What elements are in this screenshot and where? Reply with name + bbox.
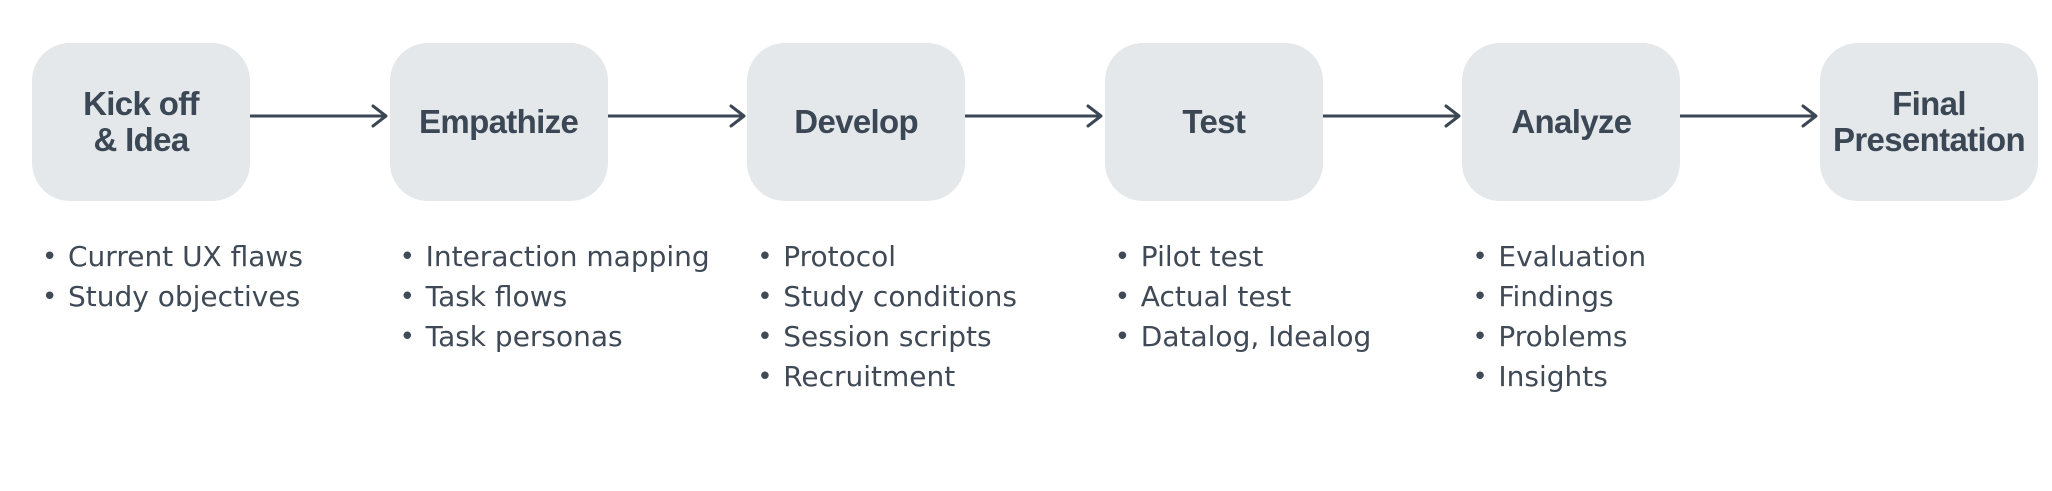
stage-title: Empathize (419, 102, 579, 140)
stage-develop: Develop ProtocolStudy conditionsSession … (747, 43, 1103, 397)
stage-list-item: Session scripts (749, 317, 991, 357)
stage-list-item: Protocol (749, 237, 965, 277)
stage-title-line: Develop (794, 102, 919, 140)
arrow-right-icon (250, 104, 388, 128)
stage-list-item: Insights (1464, 357, 1680, 397)
stage-list-item: Recruitment (749, 357, 965, 397)
stage-title-line: Empathize (419, 102, 579, 140)
stage-list-item: Evaluation (1464, 237, 1680, 277)
stage-title: Analyze (1511, 102, 1632, 140)
stage-list-item: Findings (1464, 277, 1680, 317)
stage-item-list: ProtocolStudy conditionsSession scriptsR… (747, 237, 1017, 397)
stage-box-test: Test (1104, 43, 1323, 201)
stage-list-item: Current UX flaws (34, 237, 303, 277)
arrow-right-icon (1322, 104, 1461, 128)
stage-item-list: Current UX flawsStudy objectives (32, 237, 303, 317)
stage-list-item: Study conditions (749, 277, 1017, 317)
stage-list-item: Interaction mapping (392, 237, 710, 277)
stage-item-list: Interaction mappingTask flowsTask person… (390, 237, 710, 357)
stage-box-empathize: Empathize (389, 43, 608, 201)
stage-empathize: Empathize Interaction mappingTask flowsT… (389, 43, 746, 357)
stage-list-item: Pilot test (1107, 237, 1323, 277)
stage-title-line: Analyze (1511, 102, 1632, 140)
stage-list-item: Study objectives (34, 277, 300, 317)
stage-title-line: Final (1892, 84, 1966, 122)
stage-list-item: Task flows (392, 277, 608, 317)
stage-test: Test Pilot testActual testDatalog, Ideal… (1104, 43, 1461, 357)
stage-title: Develop (794, 102, 919, 140)
stage-kick-off-idea: Kick off& Idea Current UX flawsStudy obj… (32, 43, 388, 317)
stage-box-analyze: Analyze (1462, 43, 1681, 201)
stage-list-item: Datalog, Idealog (1107, 317, 1371, 357)
arrow-right-icon (965, 104, 1103, 128)
stage-list-item: Problems (1464, 317, 1680, 357)
stage-analyze: Analyze EvaluationFindingsProblemsInsigh… (1462, 43, 1818, 397)
stage-title-line: Presentation (1833, 121, 2026, 158)
stage-list-item: Actual test (1107, 277, 1323, 317)
stage-title: Kick off& Idea (83, 84, 199, 159)
arrow-right-icon (607, 104, 746, 128)
stage-title-line: Test (1182, 102, 1246, 140)
arrow-right-icon (1680, 104, 1818, 128)
stage-title-line: Kick off (83, 84, 199, 122)
stage-title-line: & Idea (93, 121, 189, 158)
stage-box-kick-off-idea: Kick off& Idea (32, 43, 250, 201)
stage-title: Test (1182, 102, 1246, 140)
stage-item-list: EvaluationFindingsProblemsInsights (1462, 237, 1680, 397)
stage-box-develop: Develop (747, 43, 966, 201)
stage-item-list: Pilot testActual testDatalog, Idealog (1105, 237, 1371, 357)
stage-list-item: Task personas (392, 317, 623, 357)
